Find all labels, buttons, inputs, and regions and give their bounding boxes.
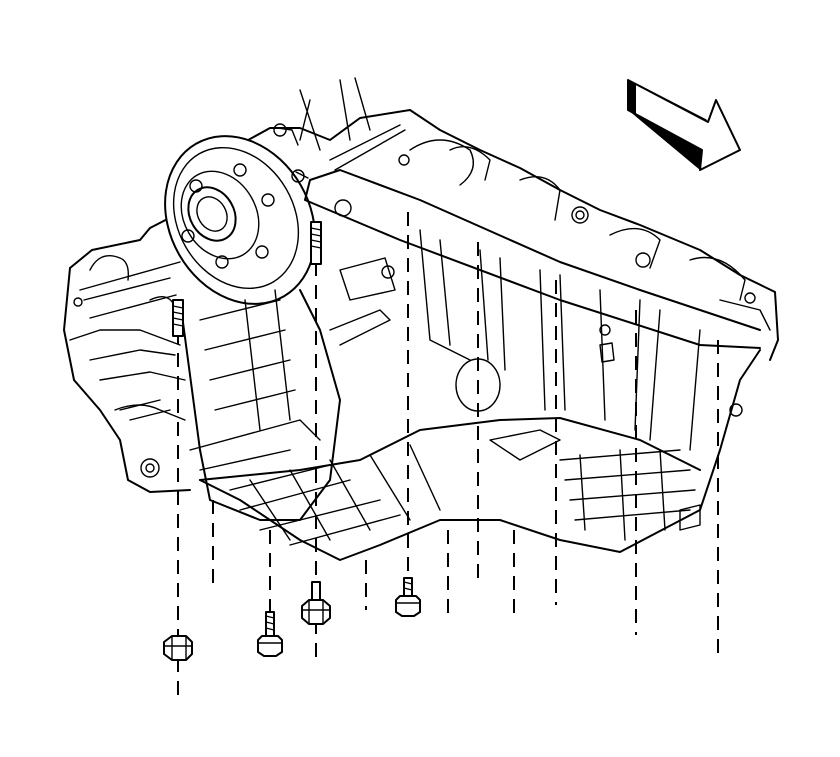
nut-icon bbox=[163, 635, 193, 661]
bolt-icon bbox=[395, 577, 421, 617]
nut-icon bbox=[301, 599, 331, 625]
stud-guide-lines bbox=[177, 212, 719, 700]
oil-pan bbox=[119, 169, 771, 561]
crankshaft-flange bbox=[164, 123, 316, 305]
bolt-icon bbox=[257, 611, 283, 657]
studs bbox=[172, 221, 322, 605]
front-direction-arrow-icon bbox=[627, 79, 741, 171]
